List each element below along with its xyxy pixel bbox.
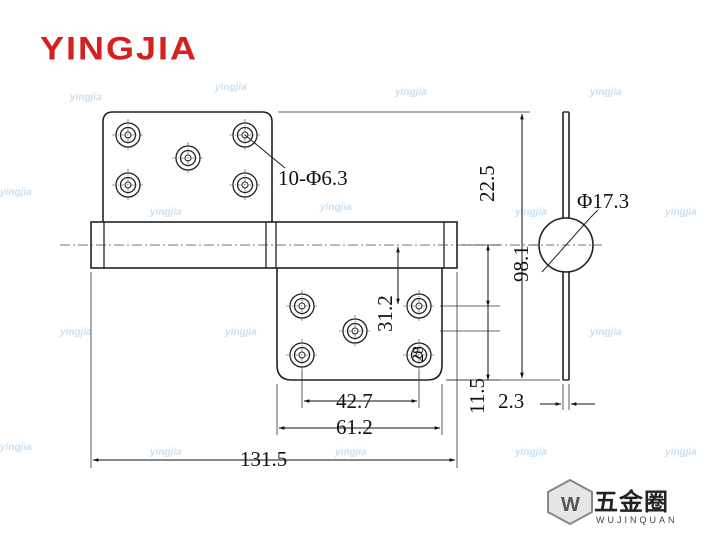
- side-profile: Φ17.3: [530, 111, 629, 381]
- upper-leaf: [102, 111, 273, 222]
- watermark: yingjia: [0, 187, 32, 198]
- wujinquan-logo-cn: 五金圈: [594, 488, 669, 516]
- extension-lines: [90, 111, 570, 468]
- watermark: yingjia: [149, 447, 182, 458]
- watermark: yingjia: [664, 207, 697, 218]
- watermark: yingjia: [334, 447, 367, 458]
- wujinquan-logo-en: WUJINQUAN: [596, 515, 678, 525]
- watermark: yingjia: [589, 327, 622, 338]
- brand-logo: YINGJIA: [40, 30, 199, 67]
- wujinquan-logo-mark: W: [547, 478, 593, 526]
- watermark: yingjia: [319, 202, 352, 213]
- dim-leaf-width: 61.2: [336, 415, 373, 439]
- watermark: yingjia: [59, 327, 92, 338]
- pin-diameter-label: Φ17.3: [577, 189, 629, 213]
- watermark: yingjia: [589, 87, 622, 98]
- hole-callout: 10-Φ6.3: [244, 134, 348, 190]
- watermark: yingjia: [514, 447, 547, 458]
- dimension-lines: [92, 113, 595, 462]
- dim-bottom-offset: 11.5: [465, 378, 489, 414]
- watermark: yingjia: [69, 92, 102, 103]
- watermark: yingjia: [224, 327, 257, 338]
- watermark: yingjia: [0, 442, 32, 453]
- watermark: yingjia: [214, 82, 247, 93]
- hinge-barrel: [60, 221, 540, 269]
- wujinquan-logo-glyph: W: [561, 494, 580, 516]
- watermark: yingjia: [664, 447, 697, 458]
- watermark-layer: yingjia yingjia yingjia yingjia yingjia …: [0, 82, 697, 458]
- dim-total-width: 131.5: [240, 447, 287, 471]
- upper-leaf-holes: [111, 118, 262, 202]
- dim-leaf-height-offset: 22.5: [475, 165, 499, 202]
- lower-leaf: [276, 268, 443, 381]
- dim-hole-span: 42.7: [336, 389, 373, 413]
- dim-thickness: 2.3: [498, 389, 524, 413]
- watermark: yingjia: [514, 207, 547, 218]
- watermark: yingjia: [394, 87, 427, 98]
- hole-callout-label: 10-Φ6.3: [278, 166, 348, 190]
- dim-hole-small: 28: [410, 346, 427, 362]
- dim-hole-pitch-v: 31.2: [373, 295, 397, 332]
- watermark: yingjia: [149, 207, 182, 218]
- dim-total-height: 98.1: [509, 245, 533, 282]
